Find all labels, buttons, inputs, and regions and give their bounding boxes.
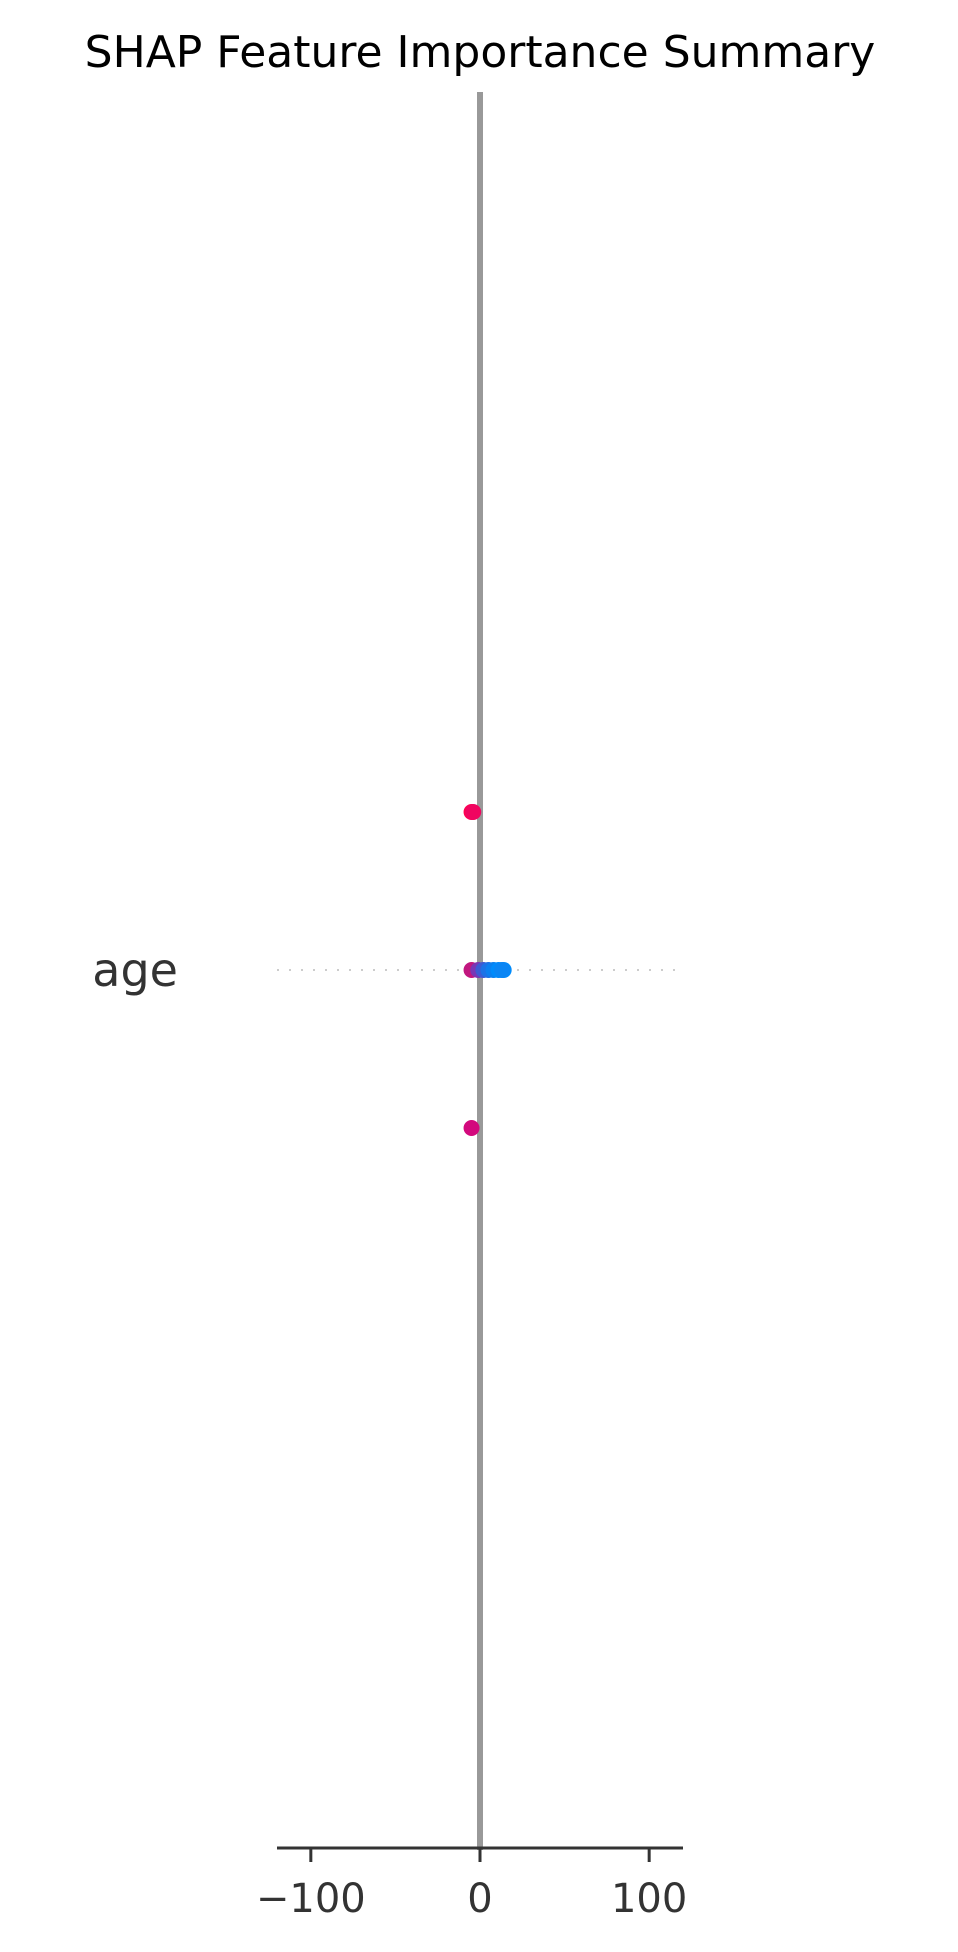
chart-title: SHAP Feature Importance Summary [85, 27, 876, 78]
data-points [463, 804, 512, 1136]
shap-point [463, 1120, 480, 1136]
feature-label: age [92, 943, 178, 997]
x-tick-label: 0 [467, 1876, 492, 1922]
x-axis: −100 0 100 [256, 1846, 687, 1922]
x-tick-label: −100 [256, 1876, 366, 1922]
x-tick-label: 100 [611, 1876, 687, 1922]
feature-rows: age [92, 943, 683, 997]
shap-point [465, 804, 482, 820]
x-ticks: −100 0 100 [256, 1848, 687, 1922]
shap-point [493, 962, 510, 978]
